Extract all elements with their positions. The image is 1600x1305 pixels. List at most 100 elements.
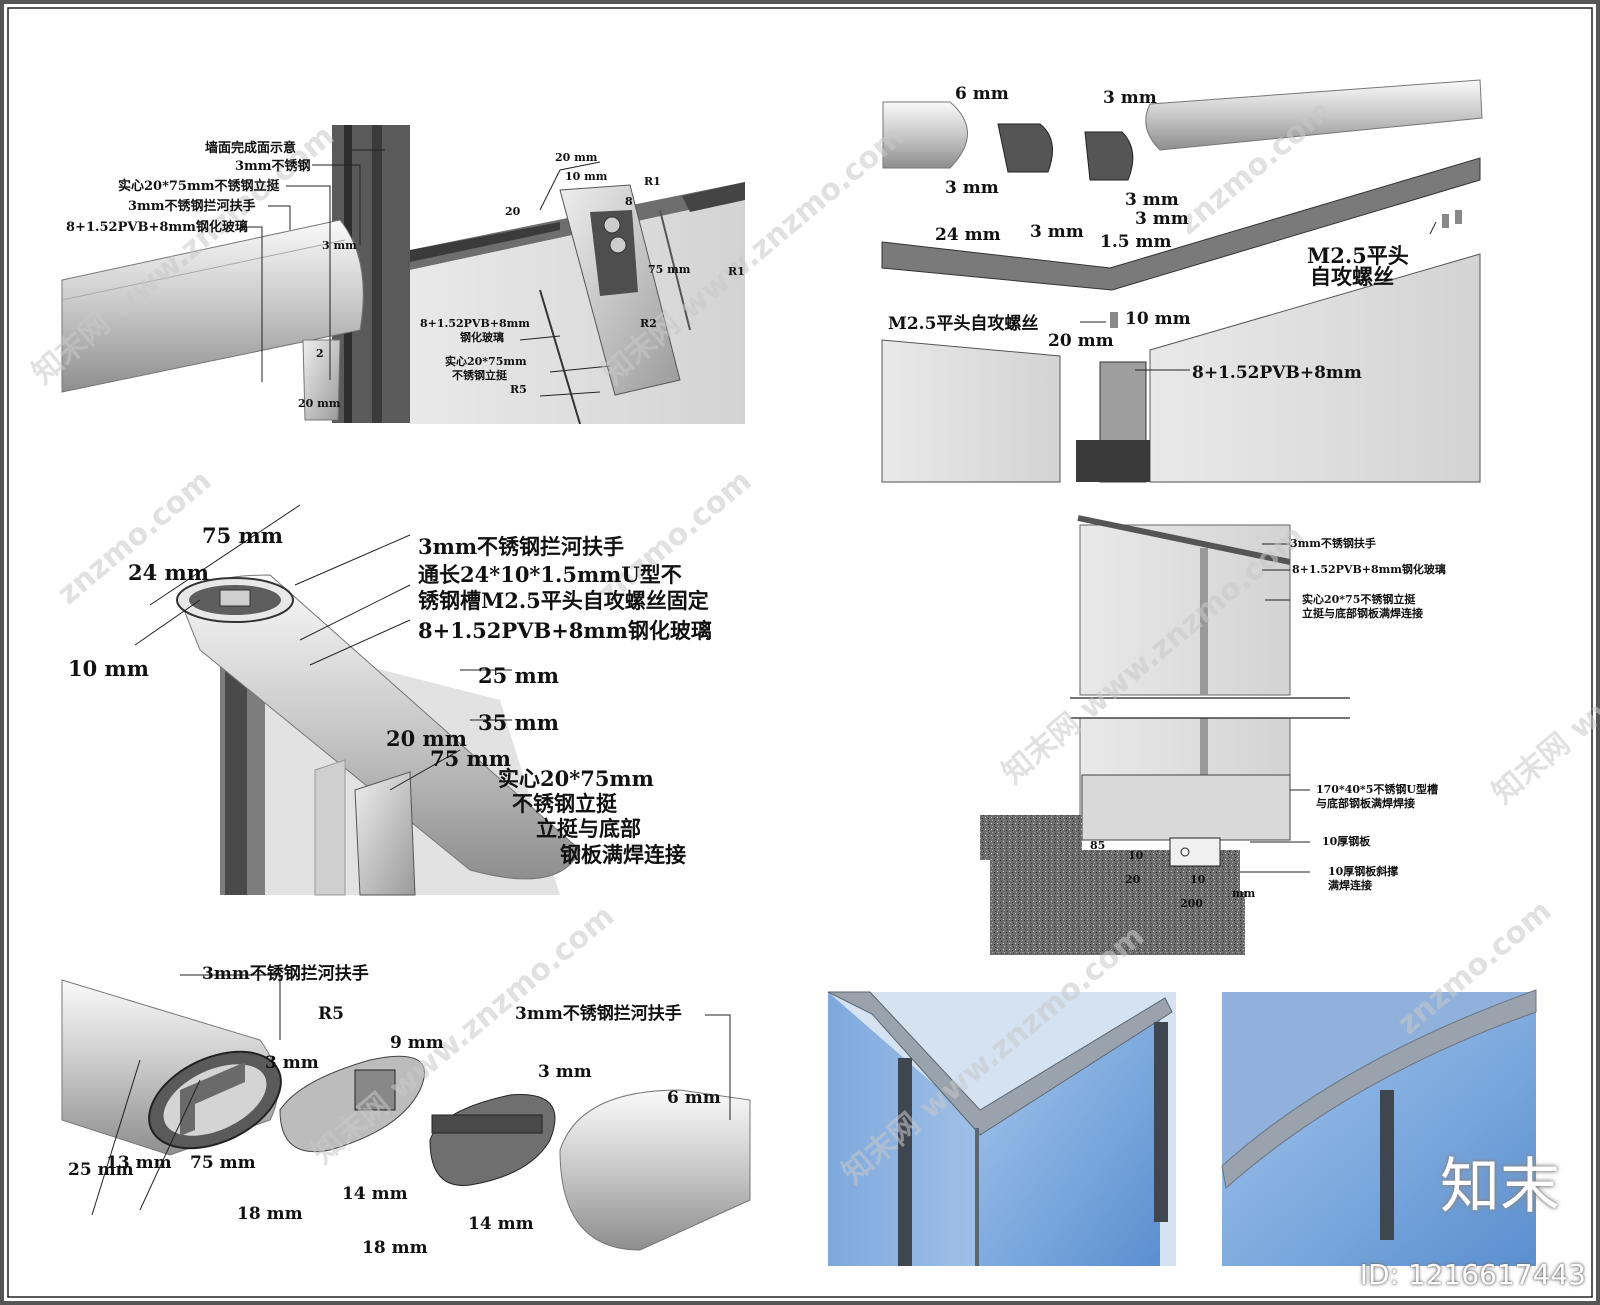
- panel-exploded-handrail: [61, 974, 751, 1251]
- dim-85: 85: [1090, 839, 1106, 852]
- channel-label-1: 通长24*10*1.5mmU型不: [418, 562, 682, 587]
- panel-elevation: [980, 515, 1350, 955]
- glass-label-2b: 钢化玻璃: [460, 331, 504, 344]
- handrail: [1077, 515, 1291, 565]
- dim-10mm: 10 mm: [1125, 309, 1191, 329]
- dim-14mm-b: 14 mm: [468, 1214, 534, 1234]
- dim-20: 20: [505, 205, 521, 218]
- dim-18mm: 18 mm: [237, 1204, 303, 1224]
- dim-10-b: 10: [1190, 873, 1206, 886]
- dim-75mm: 75 mm: [190, 1153, 256, 1173]
- dim-20mm: 20 mm: [298, 397, 341, 410]
- glass-label-2a: 8+1.52PVB+8mm: [420, 317, 530, 330]
- glass-label: 8+1.52PVB+8mm钢化玻璃: [1292, 563, 1446, 576]
- post-right: [1154, 1022, 1168, 1222]
- dim-200: 200: [1180, 897, 1203, 910]
- post-label-3: 立挺与底部: [536, 816, 641, 841]
- r5-label: R5: [318, 1004, 344, 1024]
- dim-20mm-top: 20 mm: [555, 151, 598, 164]
- plate-label: 10厚钢板: [1322, 835, 1371, 848]
- dim-10: 10: [1128, 849, 1144, 862]
- dim-3mm: 3 mm: [945, 178, 999, 198]
- handrail-label: 3mm不锈钢拦河扶手: [418, 534, 625, 559]
- handrail-label: 3mm不锈钢拦河扶手: [128, 199, 256, 214]
- panel-handrail-section: [134, 504, 581, 896]
- panel-cap-assembly: [881, 79, 1483, 483]
- handrail-label-a: 3mm不锈钢拦河扶手: [202, 964, 369, 984]
- post-label-2b: 不锈钢立挺: [452, 369, 507, 382]
- post-label-2: 不锈钢立挺: [512, 791, 617, 816]
- dim-3mm: 3 mm: [1125, 190, 1179, 210]
- post-label-1: 实心20*75不锈钢立挺: [1302, 593, 1416, 606]
- glass-label: 8+1.52PVB+8mm钢化玻璃: [418, 618, 712, 643]
- dim-1-5mm: 1.5 mm: [1100, 232, 1172, 252]
- dim-24mm: 24 mm: [128, 560, 209, 585]
- dim-20mm: 20 mm: [1048, 331, 1114, 351]
- handrail-tube: [61, 219, 364, 393]
- glass-label: 8+1.52PVB+8mm: [1192, 363, 1362, 383]
- dim-10mm: 10 mm: [68, 656, 149, 681]
- dim-9mm: 9 mm: [390, 1033, 444, 1053]
- screw-label-b: M2.5平头自攻螺丝: [888, 314, 1039, 334]
- screw-label-a2: 自攻螺丝: [1310, 264, 1394, 289]
- post-label: 实心20*75mm不锈钢立挺: [118, 179, 280, 194]
- dim-6mm: 6 mm: [667, 1088, 721, 1108]
- dim-3mm: 3 mm: [1030, 222, 1084, 242]
- dim-3mm: 3 mm: [322, 239, 357, 252]
- dim-35mm: 35 mm: [478, 710, 559, 735]
- inner-border: [7, 7, 1593, 1298]
- post-label-1: 实心20*75mm: [498, 766, 654, 791]
- dim-10mm: 10 mm: [565, 170, 608, 183]
- r1-label: R1: [728, 265, 745, 278]
- dim-24mm: 24 mm: [935, 225, 1001, 245]
- rail-tube: [1145, 79, 1483, 151]
- post-label-2a: 实心20*75mm: [445, 355, 527, 368]
- dim-3mm-b: 3 mm: [538, 1062, 592, 1082]
- dim-75: 75 mm: [648, 263, 691, 276]
- brace-label-2: 满焊连接: [1328, 879, 1372, 892]
- panel-render-corner: [827, 991, 1176, 1266]
- dim-20: 20: [1125, 873, 1141, 886]
- dim-8: 8: [625, 195, 633, 208]
- dim-6mm: 6 mm: [955, 84, 1009, 104]
- post-left: [898, 1058, 912, 1266]
- r1-label: R1: [644, 175, 661, 188]
- r5-label: R5: [510, 383, 527, 396]
- end-cap: [559, 1089, 751, 1251]
- dim-20mm: 20 mm: [386, 726, 467, 751]
- r2-label: R2: [640, 317, 657, 330]
- glass-label: 8+1.52PVB+8mm钢化玻璃: [66, 220, 248, 235]
- image-id: ID: 1216617443: [1359, 1258, 1586, 1291]
- screw-label-a1: M2.5平头: [1307, 243, 1409, 268]
- panel-render-curved: [1221, 989, 1537, 1266]
- dim-unit: mm: [1232, 887, 1256, 900]
- brand-logo: 知末: [1440, 1152, 1560, 1222]
- panel-post-top-detail: [410, 124, 750, 425]
- wall-finish-label: 墙面完成面示意: [205, 141, 297, 156]
- dim-75mm-b: 75 mm: [430, 746, 511, 771]
- end-cap: [882, 101, 968, 169]
- dim-18mm-b: 18 mm: [362, 1238, 428, 1258]
- curved-handrail: [1221, 989, 1537, 1189]
- brace-label-1: 10厚钢板斜撑: [1328, 865, 1399, 878]
- post-label-2: 立挺与底部钢板满焊连接: [1302, 607, 1423, 620]
- dim-3mm: 3 mm: [1135, 209, 1189, 229]
- channel-label-2: 锈钢槽M2.5平头自攻螺丝固定: [418, 588, 709, 613]
- channel-label-2: 与底部钢板满焊焊接: [1316, 797, 1415, 810]
- dim-14mm: 14 mm: [342, 1184, 408, 1204]
- dim-3mm: 3 mm: [265, 1053, 319, 1073]
- panel-handrail-wall-detail: [61, 124, 410, 424]
- dim-75mm: 75 mm: [202, 523, 283, 548]
- dim-25mm: 25 mm: [68, 1160, 134, 1180]
- post: [302, 339, 341, 421]
- steel-3mm-label: 3mm不锈钢: [235, 159, 311, 174]
- dim-2: 2: [316, 347, 324, 360]
- clip-plate: [429, 1094, 556, 1186]
- corner-handrail: [827, 991, 1173, 1136]
- dim-25mm: 25 mm: [478, 663, 559, 688]
- corner-rail: [881, 157, 1481, 291]
- handrail-label-b: 3mm不锈钢拦河扶手: [515, 1004, 682, 1024]
- post: [354, 771, 416, 896]
